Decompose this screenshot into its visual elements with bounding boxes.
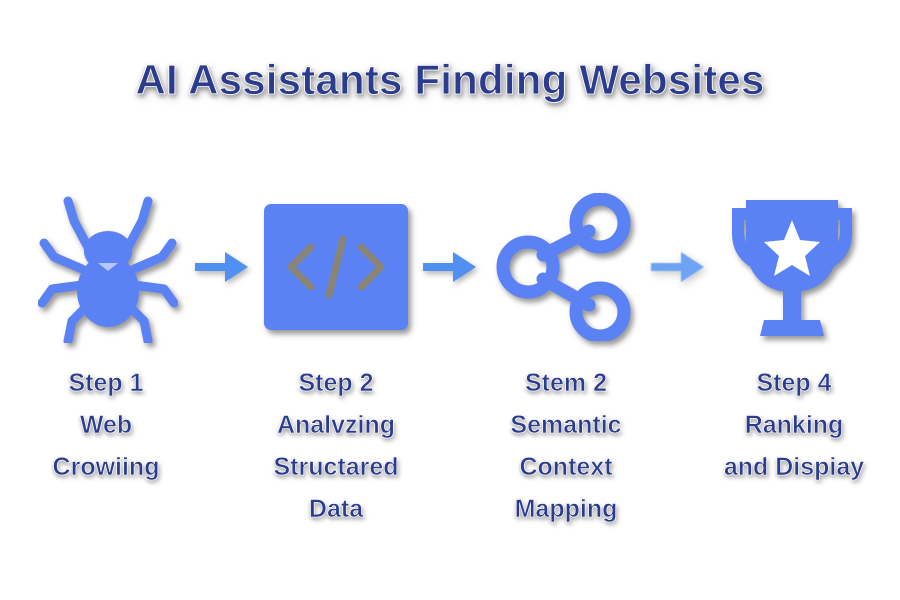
step-1-icon-wrap [25, 182, 191, 352]
step-4-line-1: Step 4 [756, 369, 832, 398]
step-3-label: Stem 2 Semantic Context Mapping [452, 362, 680, 530]
trophy-icon [728, 194, 856, 340]
arrow-1 [191, 237, 253, 297]
step-3-line-2: Semantic [510, 411, 622, 440]
page-title: AI Assistants Finding Websites [135, 56, 765, 104]
share-nodes-icon [496, 193, 632, 341]
step-2-line-4: Data [308, 495, 364, 524]
step-3-line-3: Context [519, 453, 613, 482]
step-2-line-2: Analvzing [276, 411, 396, 440]
step-4-line-3: and Dispiay [723, 453, 865, 482]
step-4-icon-wrap [709, 182, 875, 352]
code-brackets-icon [263, 203, 409, 331]
step-2-line-3: Structared [273, 453, 399, 482]
step-1-line-1: Step 1 [68, 369, 144, 398]
step-4-label: Step 4 Ranking and Dispiay [680, 362, 900, 488]
arrow-right-icon [651, 249, 705, 285]
arrow-3 [647, 237, 709, 297]
arrow-right-icon [423, 249, 477, 285]
arrow-2 [419, 237, 481, 297]
arrow-right-icon [195, 249, 249, 285]
step-icon-row [0, 182, 900, 352]
step-2-line-1: Step 2 [298, 369, 374, 398]
step-4-line-2: Ranking [744, 411, 844, 440]
step-labels-row: Step 1 Web Crowiing Step 2 Analvzing Str… [0, 362, 900, 530]
step-2-label: Step 2 Analvzing Structared Data [220, 362, 452, 530]
step-3-line-4: Mapping [514, 495, 618, 524]
step-1-line-2: Web [79, 411, 133, 440]
step-3-line-1: Stem 2 [525, 369, 608, 398]
step-2-icon-wrap [253, 182, 419, 352]
step-1-label: Step 1 Web Crowiing [0, 362, 220, 488]
step-1-line-3: Crowiing [52, 453, 160, 482]
step-3-icon-wrap [481, 182, 647, 352]
spider-icon [38, 191, 178, 343]
